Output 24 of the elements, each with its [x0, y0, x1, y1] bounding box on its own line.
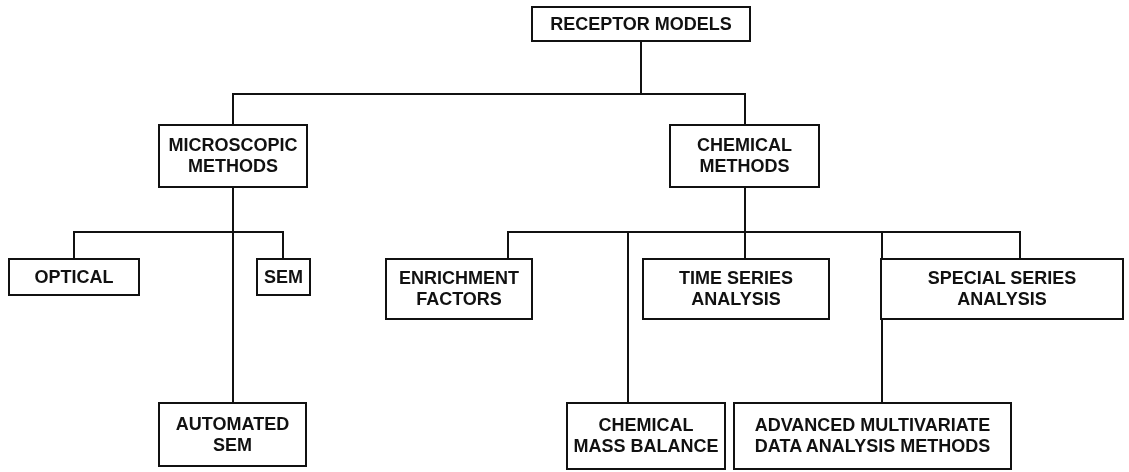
- box-label: RECEPTOR MODELS: [549, 13, 733, 35]
- box-label: OPTICAL: [33, 266, 115, 288]
- box-label: CHEMICAL MASS BALANCE: [572, 415, 720, 457]
- box-label: SPECIAL SERIES ANALYSIS: [926, 268, 1078, 310]
- box-label: AUTOMATED SEM: [174, 413, 291, 456]
- box-label: ENRICHMENT FACTORS: [398, 268, 520, 310]
- category-box: [8, 258, 140, 296]
- connector-line: [640, 41, 746, 125]
- category-box: [531, 6, 751, 42]
- category-box: [642, 258, 830, 320]
- connector-line: [232, 187, 234, 403]
- category-box: [669, 124, 820, 188]
- category-box: [158, 402, 307, 467]
- category-box: [158, 124, 308, 188]
- category-box: [733, 402, 1012, 470]
- category-box: [880, 258, 1124, 320]
- box-label: CHEMICAL METHODS: [696, 135, 793, 177]
- box-label: TIME SERIES ANALYSIS: [678, 268, 794, 310]
- box-label: MICROSCOPIC METHODS: [167, 135, 299, 177]
- category-box: [566, 402, 726, 470]
- category-box: [385, 258, 533, 320]
- category-box: [256, 258, 311, 296]
- box-label: ADVANCED MULTIVARIATE DATA ANALYSIS METHODS: [753, 415, 992, 457]
- box-label: SEM: [263, 266, 304, 288]
